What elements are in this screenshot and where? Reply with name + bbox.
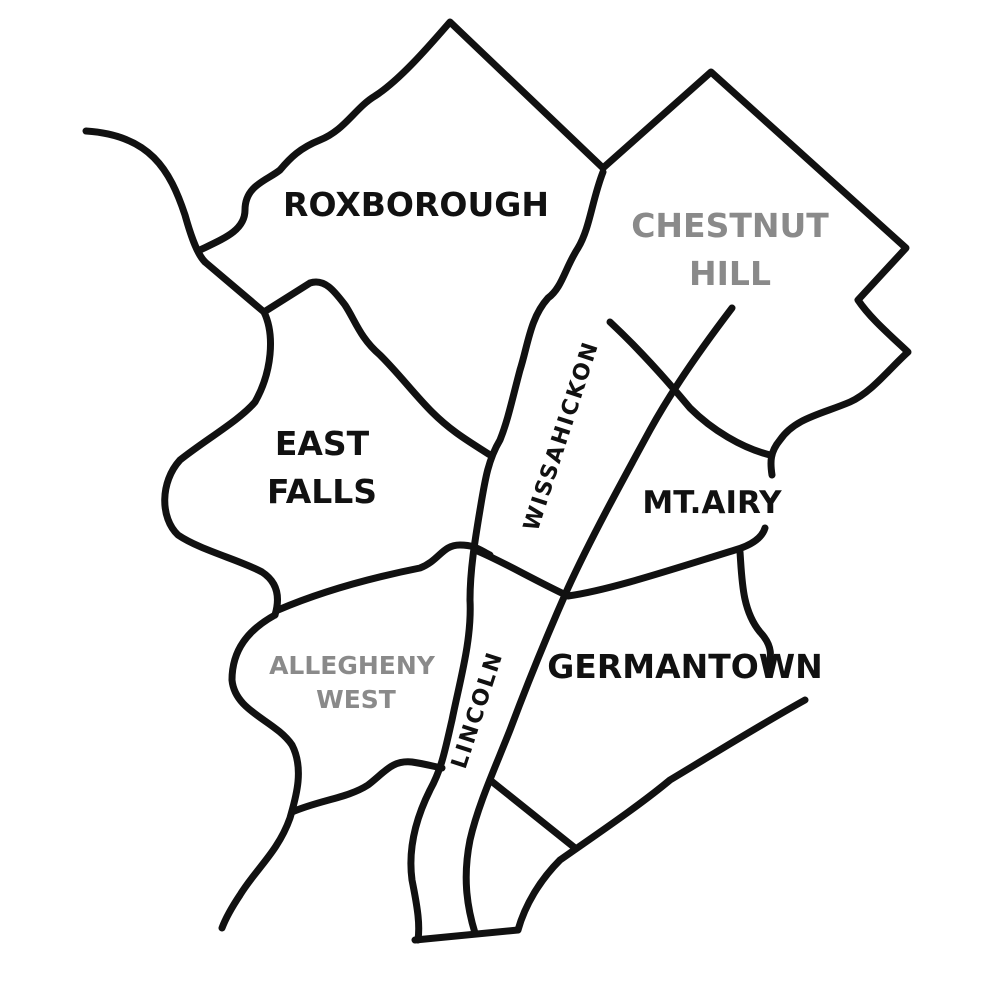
wissahickon-street-label: WISSAHICKON bbox=[519, 338, 604, 534]
mt-airy-label: MT.AIRY bbox=[642, 485, 782, 521]
boundary-wissahickon-west bbox=[466, 168, 607, 604]
boundary-roxborough-east-falls bbox=[201, 258, 494, 459]
boundary-lincoln-east bbox=[462, 304, 736, 937]
boundary-germantown-southeast bbox=[514, 696, 809, 934]
boundary-lower-diagonal bbox=[486, 776, 579, 852]
east-falls-label-line2: FALLS bbox=[267, 472, 377, 511]
boundary-allegheny-west-south bbox=[288, 758, 446, 816]
east-falls-label-line1: EAST bbox=[275, 424, 370, 463]
boundary-roxborough-west bbox=[82, 127, 209, 266]
boundary-east-falls-west bbox=[161, 308, 281, 619]
boundary-lincoln-west bbox=[407, 596, 474, 944]
roxborough-label: ROXBOROUGH bbox=[283, 185, 549, 224]
boundary-south bbox=[411, 926, 522, 944]
allegheny-west-label-line2: WEST bbox=[316, 685, 396, 714]
chestnut-hill-label-line2: HILL bbox=[689, 254, 771, 293]
chestnut-hill-label-line1: CHESTNUT bbox=[631, 206, 829, 245]
boundary-roxborough-north bbox=[196, 18, 607, 254]
allegheny-west-label-line1: ALLEGHENY bbox=[269, 651, 436, 680]
boundary-germantown-east bbox=[736, 548, 774, 672]
boundary-chestnut-hill-north bbox=[599, 68, 912, 479]
boundary-mt-airy-germantown bbox=[471, 524, 769, 600]
boundary-allegheny-west-outer bbox=[218, 611, 302, 932]
germantown-label: GERMANTOWN bbox=[547, 647, 823, 686]
boundary-east-falls-allegheny bbox=[274, 541, 494, 614]
boundary-chestnut-hill-mt-airy bbox=[606, 318, 774, 459]
